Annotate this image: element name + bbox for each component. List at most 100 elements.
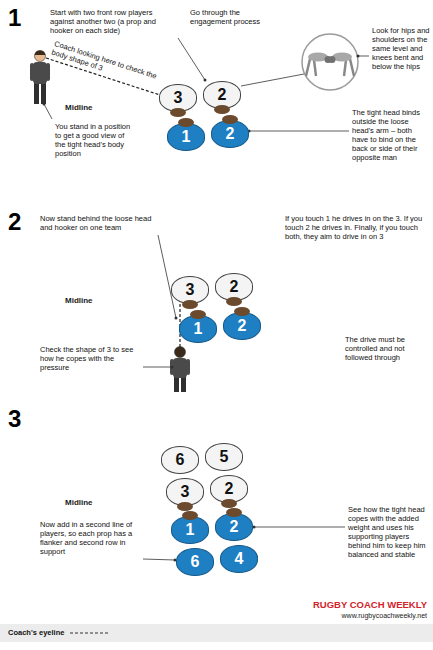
website-url: www.rugbycoachweekly.net [342, 612, 427, 620]
footer-bar [0, 624, 433, 642]
player-head [222, 115, 238, 124]
player-marker: 1 [179, 315, 217, 343]
player-marker: 1 [167, 123, 205, 151]
player-head [170, 108, 186, 117]
player-leg [314, 60, 316, 76]
player-head [182, 300, 198, 309]
legend-line [70, 633, 110, 634]
pitch-edge [10, 190, 310, 196]
player-marker: 4 [220, 545, 258, 573]
inset-leader [241, 74, 304, 86]
player-number: 3 [186, 282, 195, 298]
leader-line [44, 104, 52, 119]
label-holder: RUGBY COACH WEEKLY [313, 599, 427, 610]
coach-figure [30, 51, 50, 105]
pitch-top [10, 62, 370, 190]
pitch-top [10, 258, 370, 393]
coach-leg [181, 376, 186, 392]
panel-number: 2 [8, 208, 21, 237]
coach-figure [170, 347, 190, 393]
inset-circle [302, 34, 358, 90]
leader-line [143, 367, 172, 368]
callout-text: The drive must be controlled and not fol… [345, 335, 429, 362]
label-holder: www.rugbycoachweekly.net [342, 612, 427, 620]
player-head [214, 105, 230, 114]
player-marker: 3 [166, 478, 204, 506]
midline-label: Midline [65, 499, 93, 508]
player-marker: 2 [211, 120, 249, 148]
panel-number: 1 [8, 4, 21, 33]
player-number: 1 [186, 522, 195, 538]
player-number: 1 [194, 321, 203, 337]
pitch-area: Midline3212 [10, 258, 370, 399]
player-head [234, 307, 250, 316]
player-marker: 2 [215, 513, 253, 541]
player-head [178, 118, 194, 127]
coach-torso [33, 62, 47, 84]
label-holder: The drive must be controlled and not fol… [345, 335, 429, 362]
label-holder: Now stand behind the loose head and hook… [40, 214, 155, 232]
player-number: 2 [225, 481, 234, 497]
callout-text: The tight head binds outside the loose h… [352, 108, 428, 162]
player-number: 3 [174, 90, 183, 106]
label-holder: Start with two front row players against… [50, 8, 175, 35]
leader-dot [43, 103, 46, 106]
player-number: 3 [181, 484, 190, 500]
player-head [226, 297, 242, 306]
pitch-edge [10, 393, 310, 399]
player-leg [344, 60, 346, 76]
player-number: 2 [230, 519, 239, 535]
label-holder: 3 [8, 405, 21, 434]
leader-line [143, 559, 175, 560]
player-number: 6 [176, 452, 185, 468]
callout-text: Now stand behind the loose head and hook… [40, 214, 155, 232]
legend-line-sample [70, 629, 110, 637]
leader-dot [357, 55, 360, 58]
coach-leg [174, 376, 179, 392]
coach-hair [35, 51, 46, 55]
player-marker: 6 [176, 548, 214, 576]
player-marker: 5 [205, 443, 243, 471]
midline-label: Midline [65, 104, 93, 113]
label-holder: 2 [8, 208, 21, 237]
pitch-edge [310, 258, 370, 399]
label-holder: 1 [8, 4, 21, 33]
leader-line [249, 131, 349, 132]
label-holder: If you touch 1 he drives in on the 3. If… [285, 214, 428, 241]
player-marker: 1 [171, 516, 209, 544]
player-number: 1 [182, 129, 191, 145]
leader-dot [204, 79, 207, 82]
player-marker: 2 [203, 81, 241, 109]
label-holder: You stand in a position to get a good vi… [55, 122, 135, 158]
coach-torso [173, 358, 187, 378]
player-number: 4 [235, 551, 244, 567]
player-marker: 3 [171, 276, 209, 304]
callout-text: If you touch 1 he drives in on the 3. If… [285, 214, 428, 241]
legend-text: Coach's eyeline [8, 628, 64, 637]
player-number: 2 [226, 126, 235, 142]
player-marker: 3 [159, 84, 197, 112]
player-number: 2 [218, 87, 227, 103]
player-marker: 2 [223, 312, 261, 340]
legend-entry: Coach's eyeline [8, 628, 64, 637]
label-holder: See how the tight head copes with the ad… [348, 505, 428, 559]
label-holder: Look for hips and shoulders on the same … [372, 26, 430, 71]
label-holder: Check the shape of 3 to see how he copes… [40, 345, 140, 372]
callout-text: See how the tight head copes with the ad… [348, 505, 428, 559]
leader-line [178, 38, 205, 80]
player-head [182, 511, 198, 520]
player-number: 2 [230, 279, 239, 295]
label-holder: Now add in a second line of players, so … [40, 520, 140, 556]
coach-head [35, 51, 46, 62]
coach-leg [34, 83, 39, 104]
player-leg [306, 59, 310, 76]
leader-dot [171, 366, 174, 369]
callout-text: Look for hips and shoulders on the same … [372, 26, 430, 71]
label-holder: Go through the engagement process [190, 8, 280, 26]
leader-line [254, 527, 345, 528]
pitch-edge [10, 590, 310, 596]
player-head [329, 56, 336, 63]
player-number: 6 [191, 554, 200, 570]
player-head [190, 310, 206, 319]
